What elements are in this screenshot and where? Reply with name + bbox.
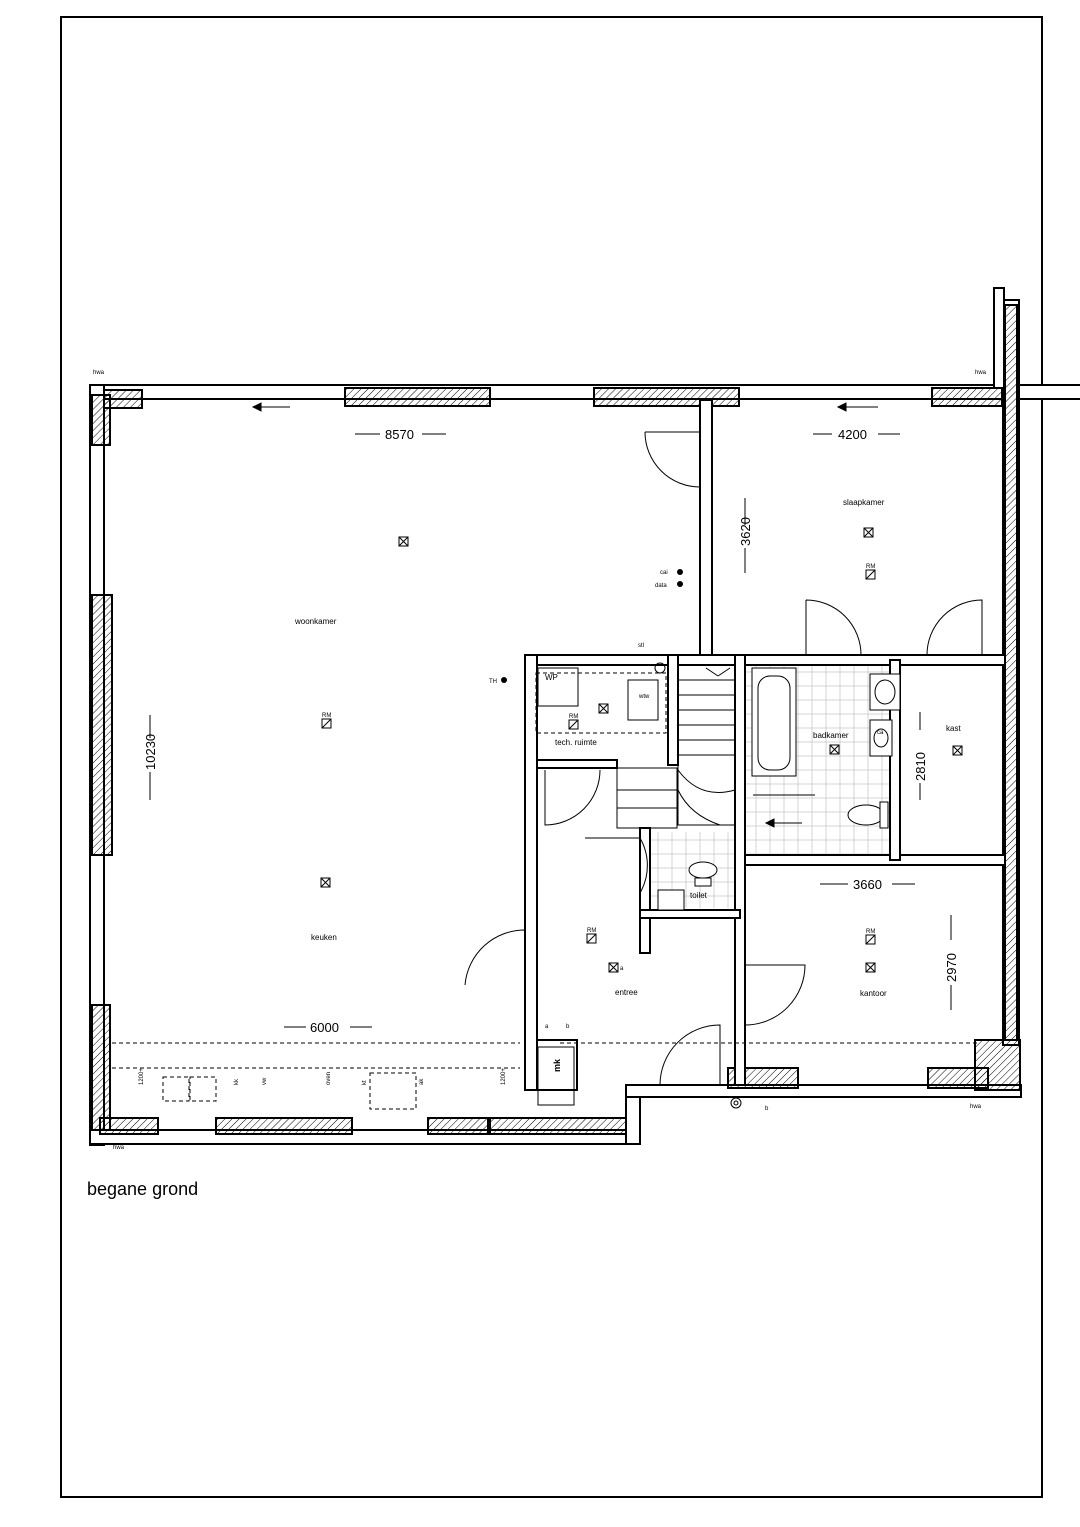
door-swings (464, 431, 983, 1086)
counter-lines (112, 667, 980, 1110)
room-label-woonkamer: woonkamer (294, 617, 337, 626)
label-data: data (655, 583, 667, 589)
label-ak: ak (419, 1078, 425, 1085)
room-label-keuken: keuken (311, 933, 337, 942)
dimension-hall-width: 3660 (853, 877, 882, 892)
room-label-kantoor: kantoor (860, 989, 887, 998)
room-label-toilet: toilet (690, 891, 708, 900)
label-stl: stl (638, 643, 644, 649)
label-wp: WP (545, 673, 558, 682)
label-kt: kt (362, 1080, 368, 1085)
dimension-lines (149, 402, 952, 1028)
label-oven: oven (326, 1072, 332, 1085)
sheet-title: begane grond (87, 1179, 198, 1199)
label-rm-slaapkamer: RM (866, 564, 875, 570)
dimension-top-right: 4200 (838, 427, 867, 442)
dimension-slaapkamer-height: 3620 (738, 517, 753, 546)
label-rm-entree: RM (587, 928, 596, 934)
label-rm-woonkamer: RM (322, 713, 331, 719)
room-label-slaapkamer: slaapkamer (843, 498, 885, 507)
interior-walls (524, 399, 1006, 1091)
room-label-entree: entree (615, 988, 638, 997)
label-1200-right: 1200+ (501, 1068, 507, 1085)
staircase (616, 664, 736, 829)
label-wtw: wtw (638, 694, 650, 700)
label-b-bottom: b (765, 1106, 769, 1112)
dimension-kantoor-height: 2970 (944, 953, 959, 982)
label-hwa-bottom-left: hwa (113, 1145, 125, 1151)
label-kk: kk (234, 1078, 240, 1085)
room-label-kast: kast (946, 724, 961, 733)
room-label-tech-ruimte: tech. ruimte (555, 738, 597, 747)
ceiling-points (320, 527, 963, 1109)
label-1200-left: 1200+ (139, 1068, 145, 1085)
label-hwa-top-left: hwa (93, 370, 105, 376)
label-rm-tech: RM (569, 714, 578, 720)
label-vw: vw (262, 1077, 268, 1085)
sanitary-fixtures (657, 667, 901, 911)
dimension-kast-height: 2810 (913, 752, 928, 781)
outer-walls (89, 287, 1080, 1146)
label-a-switch: a (545, 1024, 549, 1030)
label-th: TH (489, 679, 497, 685)
dimension-kitchen-width: 6000 (310, 1020, 339, 1035)
label-rm-kantoor: RM (866, 929, 875, 935)
label-cai: cai (660, 570, 668, 576)
dimension-top-left: 8570 (385, 427, 414, 442)
label-mk: mk (552, 1058, 562, 1072)
label-hwa-bottom-right: hwa (970, 1104, 982, 1110)
sheet-border (60, 16, 1043, 1498)
label-hwa-top-right: hwa (975, 370, 987, 376)
label-a-entree: a (620, 966, 624, 972)
dimension-woonkamer-height: 10230 (143, 734, 158, 770)
room-label-badkamer: badkamer (813, 731, 849, 740)
label-b-switch: b (566, 1024, 570, 1030)
label-ca: ca (877, 730, 884, 736)
data-points (501, 569, 683, 683)
